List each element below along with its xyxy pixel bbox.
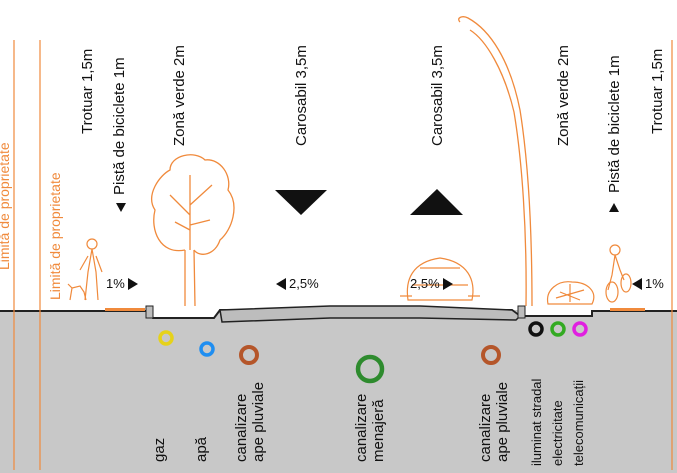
- shrub-right: [546, 281, 595, 305]
- slope-right-sidewalk-arrow-icon: [632, 277, 642, 290]
- slope-left-sidewalk: 1%: [106, 276, 138, 291]
- curb-right: [517, 305, 526, 319]
- slope-left-road: 2,5%: [276, 276, 319, 291]
- property-limit-label-left: Limită de proprietate: [0, 142, 12, 270]
- car-center: [400, 257, 480, 301]
- zone-label-trotuar-right: Trotuar 1,5m: [649, 48, 666, 134]
- bike-arrow-up-icon: [609, 203, 619, 212]
- utility-menajera-icon: [355, 354, 385, 384]
- slope-right-sidewalk-value: 1%: [645, 276, 664, 291]
- utility-label-pluviale-right-1: canalizare: [477, 393, 494, 462]
- utility-pluviale-right-icon: [481, 345, 501, 365]
- utility-label-electricitate: electricitate: [550, 400, 565, 466]
- bike-lane-strip-left: [105, 308, 145, 311]
- utility-label-iluminat: iluminat stradal: [529, 378, 544, 466]
- utility-label-pluviale-right-2: ape pluviale: [494, 381, 511, 462]
- direction-arrow-up: [410, 189, 463, 215]
- utility-label-pluviale-left-2: ape pluviale: [250, 381, 267, 462]
- slope-right-road: 2,5%: [410, 276, 453, 291]
- curb-left: [145, 305, 154, 319]
- utility-label-menajera-1: canalizare: [353, 393, 370, 462]
- utility-apa-icon: [199, 341, 215, 357]
- slope-left-road-value: 2,5%: [289, 276, 319, 291]
- utility-label-gaz: gaz: [151, 437, 168, 462]
- ground-fill: [0, 307, 677, 473]
- utility-label-pluviale-left-1: canalizare: [233, 393, 250, 462]
- zone-label-bike-left: Pistă de biciclete 1m: [111, 57, 128, 195]
- zone-label-trotuar-left: Trotuar 1,5m: [79, 48, 96, 134]
- utility-iluminat-icon: [528, 321, 544, 337]
- utility-label-menajera-2: menajeră: [370, 399, 387, 462]
- slope-left-arrow-icon: [276, 277, 286, 290]
- street-lamp-2: [469, 29, 527, 307]
- utility-label-apa: apă: [193, 436, 210, 462]
- tree-left: [151, 154, 235, 307]
- street-lamp: [458, 16, 533, 307]
- slope-right-road-arrow-icon: [442, 277, 453, 290]
- utility-electricitate-icon: [550, 321, 566, 337]
- utility-telecom-icon: [572, 321, 588, 337]
- cyclist-right: [605, 244, 632, 303]
- slope-right-sidewalk: 1%: [632, 276, 664, 291]
- utility-gaz-icon: [158, 330, 174, 346]
- property-limit-label-left-inner: Limită de proprietate: [47, 172, 63, 300]
- zone-label-green-left: Zonă verde 2m: [171, 45, 188, 146]
- utility-label-telecom: telecomunicații: [571, 380, 586, 466]
- pedestrian-left: [67, 238, 103, 301]
- utility-pluviale-left-icon: [239, 345, 259, 365]
- bike-lane-strip-right: [610, 308, 645, 311]
- slope-right-arrow-icon: [127, 277, 138, 290]
- slope-left-sidewalk-value: 1%: [106, 276, 125, 291]
- zone-label-road-right: Carosabil 3,5m: [429, 45, 446, 146]
- slope-right-road-value: 2,5%: [410, 276, 440, 291]
- zone-label-road-left: Carosabil 3,5m: [293, 45, 310, 146]
- direction-arrow-down: [275, 190, 327, 215]
- zone-label-bike-right: Pistă de biciclete 1m: [606, 55, 623, 193]
- bike-arrow-down-icon: [116, 203, 126, 212]
- zone-label-green-right: Zonă verde 2m: [555, 45, 572, 146]
